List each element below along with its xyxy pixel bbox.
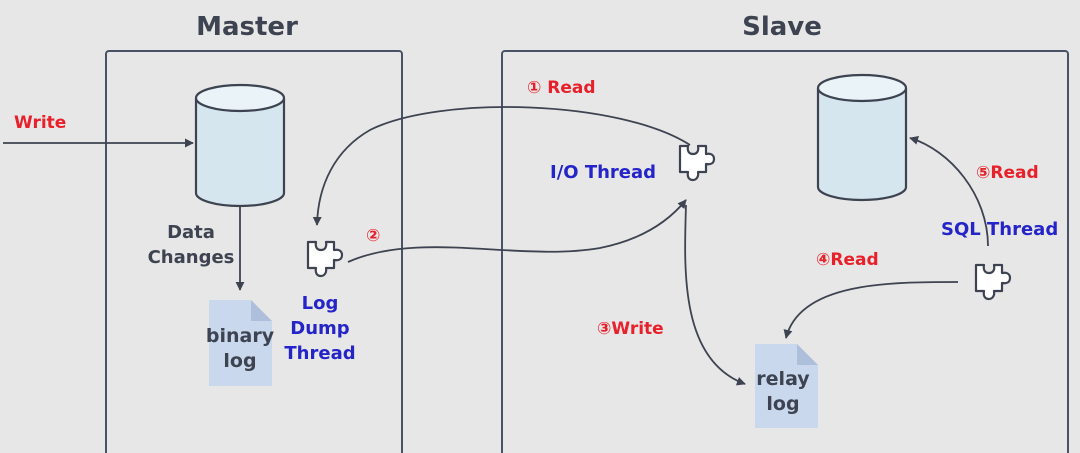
sql-thread-puzzle-icon — [974, 263, 1012, 301]
step4-read-label: ④Read — [816, 250, 879, 270]
master-database-icon — [194, 83, 286, 208]
step3-write-arrow — [684, 204, 746, 386]
io-thread-puzzle-icon — [678, 144, 716, 182]
sql-thread-label: SQL Thread — [941, 219, 1058, 240]
relay-log-label-line2: log — [766, 393, 799, 415]
step1-read-label: ① Read — [527, 78, 596, 98]
data-changes-label-line2: Changes — [148, 247, 235, 268]
binary-log-label: binary — [206, 325, 275, 347]
binary-log-label-line2: log — [223, 350, 256, 372]
slave-panel — [501, 50, 1069, 453]
log-dump-thread-label: Log — [302, 293, 339, 314]
slave-database-icon — [816, 73, 908, 202]
master-panel — [105, 50, 403, 453]
step2-label: ② — [366, 226, 380, 246]
write-label: Write — [14, 113, 66, 133]
log-dump-thread-puzzle-icon — [306, 240, 344, 278]
step5-read-label: ⑤Read — [976, 163, 1039, 183]
step4-read-arrow — [783, 281, 959, 339]
binary-log-document-icon — [209, 300, 272, 386]
data-changes-label: Data — [167, 222, 215, 243]
master-title: Master — [196, 12, 298, 42]
step2-arrow — [347, 199, 687, 263]
slave-title: Slave — [742, 12, 822, 42]
step3-write-label: ③Write — [597, 319, 664, 339]
step1-read-arrow — [312, 106, 691, 226]
relay-log-document-icon — [755, 344, 818, 428]
log-dump-thread-label-line3: Thread — [284, 343, 355, 364]
step5-read-arrow — [909, 136, 989, 247]
log-dump-thread-label-line2: Dump — [290, 318, 350, 339]
io-thread-label: I/O Thread — [550, 162, 656, 183]
relay-log-label: relay — [756, 368, 810, 390]
